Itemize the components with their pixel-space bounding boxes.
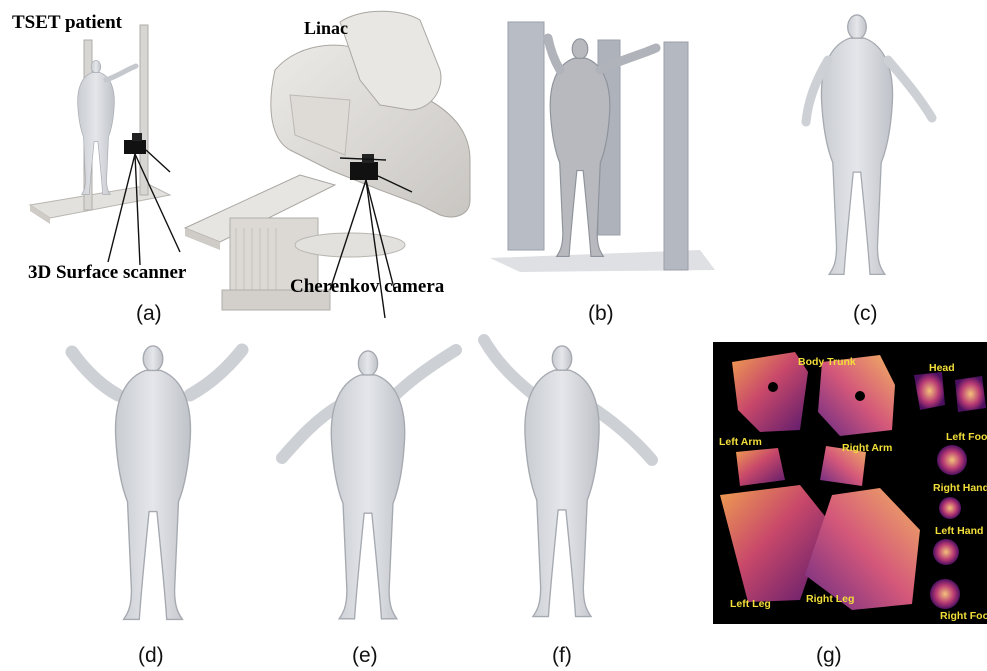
- texture-label-left-leg: Left Leg: [730, 598, 771, 610]
- label-cherenkov-camera: Cherenkov camera: [290, 276, 444, 298]
- texture-label-right-arm: Right Arm: [842, 442, 892, 454]
- label-linac: Linac: [304, 18, 348, 39]
- panel-label-d: (d): [138, 644, 164, 668]
- texture-label-head: Head: [929, 362, 955, 374]
- texture-label-right-leg: Right Leg: [806, 593, 854, 605]
- panel-f-mesh: [484, 340, 652, 617]
- panel-label-a: (a): [136, 302, 162, 326]
- panel-c-mesh: [806, 15, 932, 274]
- panel-b-pointcloud: [490, 22, 715, 272]
- texture-label-left-foot: Left Foo: [946, 431, 987, 443]
- texture-label-left-arm: Left Arm: [719, 436, 762, 448]
- panel-label-f: (f): [552, 644, 572, 668]
- panel-label-b: (b): [588, 302, 614, 326]
- panel-d-mesh: [72, 346, 242, 619]
- texture-label-left-hand: Left Hand: [935, 525, 983, 537]
- texture-label-body-trunk: Body Trunk: [798, 356, 856, 368]
- texture-label-right-foot: Right Foo: [940, 610, 987, 622]
- panel-label-c: (c): [853, 302, 878, 326]
- label-3d-surface-scanner: 3D Surface scanner: [28, 262, 186, 284]
- texture-label-right-hand: Right Hand: [933, 482, 987, 494]
- label-tset-patient: TSET patient: [12, 12, 122, 34]
- panel-e-mesh: [282, 350, 456, 619]
- panel-label-e: (e): [352, 644, 378, 668]
- panel-label-g: (g): [816, 644, 842, 668]
